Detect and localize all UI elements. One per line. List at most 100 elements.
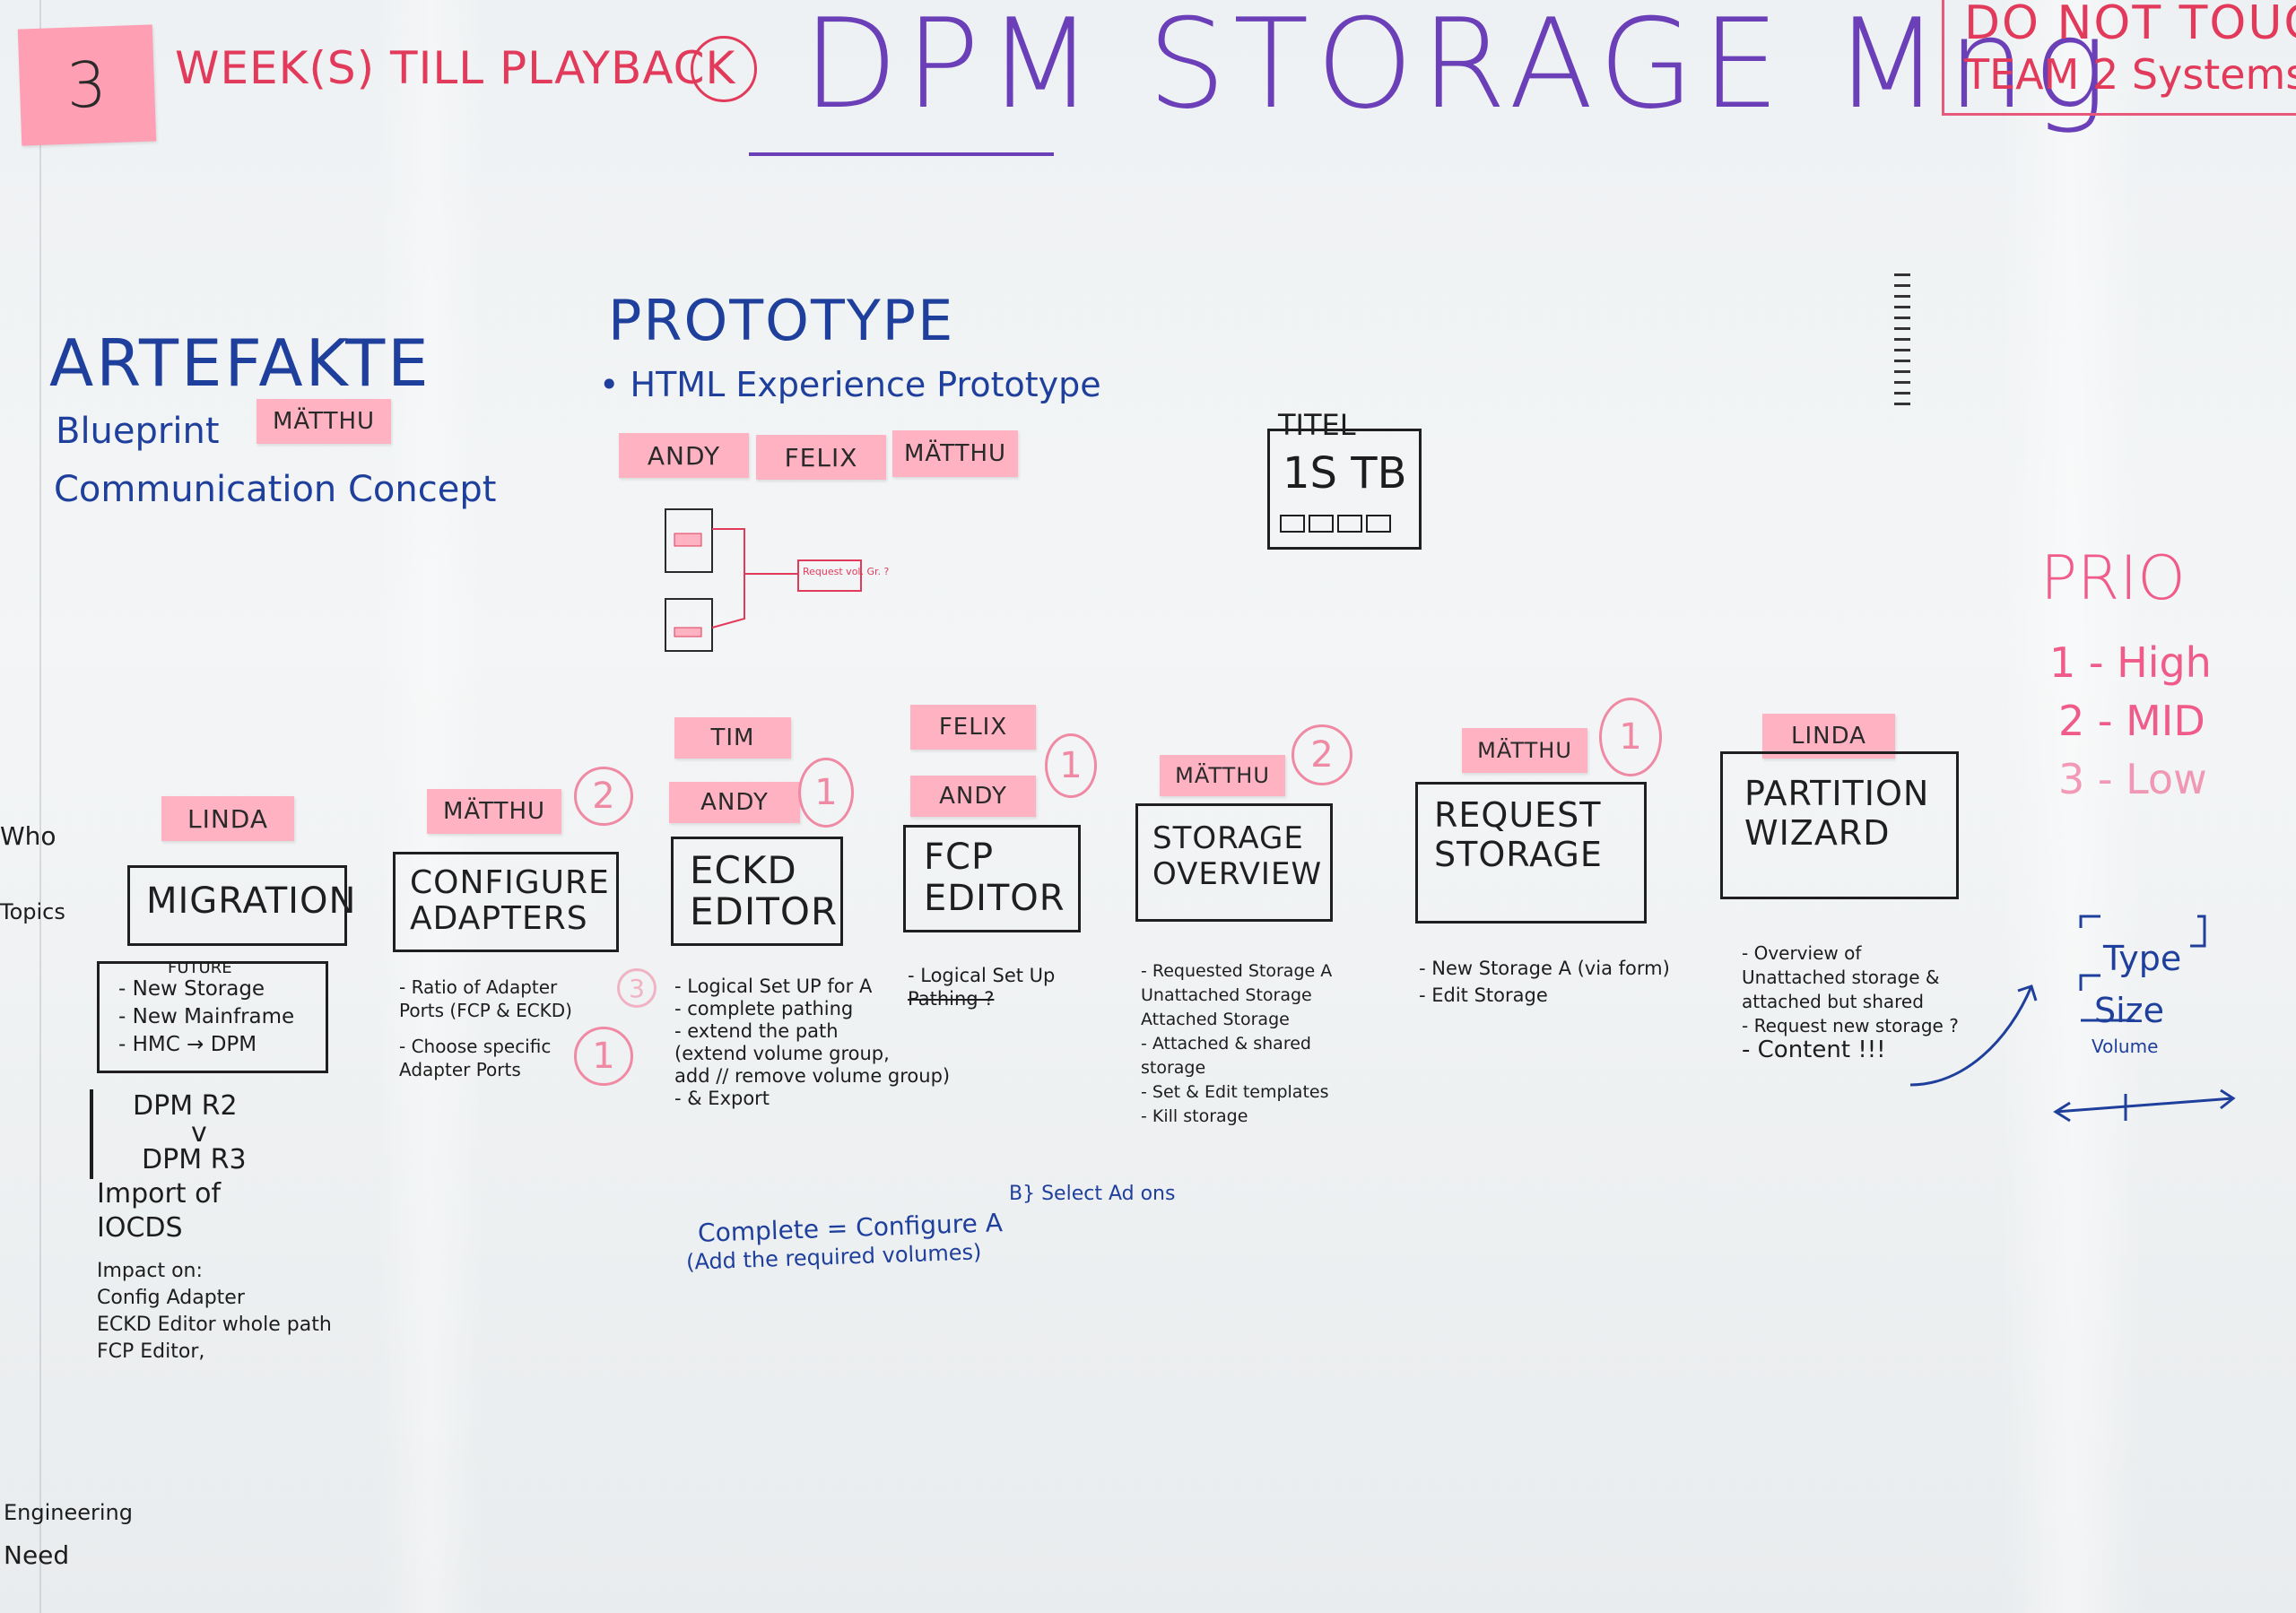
titel-content: 1S TB — [1283, 448, 1407, 499]
migration-bracket — [90, 1089, 93, 1179]
migration-box: MIGRATION — [127, 865, 357, 946]
do-not-touch-line2: TEAM 2 Systems — [1964, 50, 2296, 99]
topics-label: Topics — [0, 899, 65, 924]
type-size-sketch — [1909, 915, 2236, 1123]
prio-value: 1 — [592, 1036, 615, 1077]
weeks-count: 3 — [65, 48, 109, 123]
engineering-label: Engineering — [4, 1500, 133, 1525]
extra-line: Impact on: — [97, 1260, 203, 1282]
owner-name: LINDA — [1791, 723, 1866, 750]
prototype-owner-andy: ANDY — [619, 433, 749, 478]
extra-line: IOCDS — [97, 1212, 183, 1244]
fcp-title-2: EDITOR — [924, 878, 1065, 919]
fcp-owner-sticky-1: FELIX — [910, 705, 1036, 750]
prio-heading: PRIO — [2040, 543, 2186, 614]
extra-line: FCP Editor, — [97, 1340, 205, 1363]
fcp-title-1: FCP — [924, 837, 995, 878]
owner-name: MÄTTHU — [1477, 738, 1572, 763]
partition-box: PARTITION WIZARD — [1720, 751, 1959, 899]
partition-topics: - Overview of Unattached storage & attac… — [1742, 941, 1959, 1062]
prio-value: 1 — [1059, 745, 1083, 786]
sketch-type: Type — [2103, 939, 2182, 978]
sketch-size: Size — [2094, 991, 2165, 1030]
configure-topic-prio-2: 1 — [574, 1027, 633, 1086]
titel-label: TITEL — [1278, 408, 1356, 442]
topic: add // remove volume group) — [674, 1065, 951, 1087]
topic: - Kill storage — [1141, 1106, 1248, 1126]
eckd-prio-circle: 1 — [798, 758, 854, 828]
topic: storage — [1141, 1058, 1206, 1078]
prototype-owner-felix: FELIX — [756, 435, 886, 480]
topic: Adapter Ports — [399, 1059, 521, 1080]
sketch-volume: Volume — [2092, 1036, 2159, 1057]
topic: - Ratio of Adapter — [399, 976, 558, 998]
owner-name: FELIX — [938, 714, 1008, 741]
prio-value: 1 — [1619, 716, 1642, 758]
topic: - Edit Storage — [1419, 984, 1548, 1006]
configure-topic-prio-1: 3 — [617, 968, 657, 1008]
extra-line: DPM R2 — [133, 1090, 238, 1122]
topic: - HMC → DPM — [118, 1033, 257, 1056]
artefakte-blueprint: Blueprint — [56, 411, 220, 452]
weeks-count-sticky: 3 — [17, 24, 157, 146]
owner-name: FELIX — [784, 442, 858, 473]
partition-owner-sticky: LINDA — [1762, 714, 1895, 759]
configure-box: CONFIGURE ADAPTERS — [393, 852, 619, 952]
topic: - Requested Storage A — [1141, 961, 1333, 981]
prio-item-3: 3 - Low — [2058, 755, 2207, 803]
eckd-title-2: EDITOR — [690, 889, 839, 933]
overview-title-1: STORAGE — [1152, 820, 1304, 856]
eckd-owner-sticky-1: TIM — [674, 717, 791, 759]
do-not-touch-box: DO NOT TOUCH TEAM 2 Systems — [1942, 0, 2296, 116]
weeks-till-playback: WEEK(S) TILL PLAYBACK — [175, 42, 736, 94]
topic: - Attached & shared — [1141, 1034, 1311, 1054]
prototype-sketch-drawing — [665, 508, 862, 652]
extra-line: Import of — [97, 1178, 222, 1210]
topic: - Set & Edit templates — [1141, 1082, 1329, 1102]
eckd-title-1: ECKD — [690, 848, 797, 892]
migration-owner-sticky: LINDA — [161, 796, 294, 841]
fcp-topics: - Logical Set Up Pathing ? — [908, 964, 1055, 1010]
migration-title: MIGRATION — [146, 880, 357, 922]
topic: Ports (FCP & ECKD) — [399, 1000, 572, 1021]
extra-line — [97, 1245, 332, 1258]
owner-name: MÄTTHU — [442, 798, 546, 825]
topic — [399, 1022, 572, 1035]
fcp-box: FCP EDITOR — [903, 825, 1081, 932]
request-topics: - New Storage A (via form) - Edit Storag… — [1419, 955, 1670, 1009]
migration-topics-box — [97, 961, 328, 1073]
owner-name: ANDY — [647, 440, 721, 471]
overview-owner-sticky: MÄTTHU — [1160, 755, 1285, 796]
topic: - Logical Set UP for A — [674, 976, 873, 997]
owner-name: MÄTTHU — [903, 440, 1007, 467]
configure-prio-circle: 2 — [574, 767, 633, 826]
overview-prio-circle: 2 — [1292, 724, 1352, 785]
topic: attached but shared — [1742, 991, 1924, 1012]
owner-name: LINDA — [187, 803, 269, 834]
topic: - complete pathing — [674, 998, 854, 1019]
owner-name: ANDY — [939, 783, 1007, 810]
extra-line: v — [191, 1117, 207, 1149]
configure-title-2: ADAPTERS — [410, 900, 588, 937]
board-edge-line — [39, 0, 41, 1613]
partition-title-1: PARTITION — [1744, 774, 1930, 813]
glare-right — [2000, 0, 2144, 1613]
playback-circle — [691, 36, 757, 102]
migration-extra: DPM R2 v DPM R3 Import of IOCDS Impact o… — [97, 1089, 332, 1366]
overview-title-2: OVERVIEW — [1152, 856, 1323, 892]
topic: - Overview of — [1742, 942, 1862, 964]
prototype-heading: PROTOTYPE — [608, 288, 955, 353]
prototype-owner-matthu: MÄTTHU — [892, 430, 1018, 477]
prototype-sketch: Request vol. Gr. ? — [655, 502, 897, 655]
request-prio-circle: 1 — [1599, 698, 1662, 776]
titel-cells — [1280, 515, 1391, 533]
do-not-touch-line1: DO NOT TOUCH — [1964, 0, 2296, 50]
prio-value: 3 — [629, 973, 645, 1003]
artefakte-communication: Communication Concept — [54, 469, 497, 510]
migration-future-label: FUTURE — [168, 958, 232, 977]
topic: Attached Storage — [1141, 1010, 1290, 1029]
topic: - New Storage — [118, 977, 265, 1001]
eckd-owner-sticky-2: ANDY — [669, 782, 800, 823]
owner-name: MÄTTHU — [272, 408, 376, 435]
need-label: Need — [4, 1540, 70, 1570]
